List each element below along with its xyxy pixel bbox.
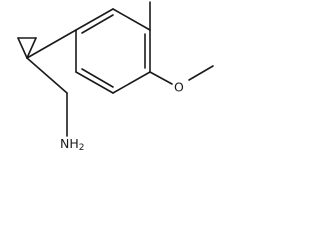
benzene-bond-2 bbox=[112, 8, 151, 31]
benzene-bond-1 bbox=[75, 8, 114, 31]
amine-hydrogen: H bbox=[69, 136, 78, 151]
oxygen-label: O bbox=[174, 80, 184, 95]
chemical-structure: O NH2 bbox=[17, 1, 214, 153]
amine-subscript: 2 bbox=[79, 143, 85, 153]
bond-cyclopropane-to-ch2 bbox=[26, 57, 68, 94]
bond-cyclopropane-to-ring bbox=[26, 29, 77, 59]
benzene-bond-4 bbox=[112, 71, 151, 94]
benzene-bond-5 bbox=[75, 71, 114, 94]
cyclopropane-bond-right bbox=[26, 37, 37, 59]
bond-oxygen-to-methyl bbox=[188, 65, 214, 81]
amine-label: NH2 bbox=[60, 136, 85, 153]
amine-element: N bbox=[60, 136, 69, 151]
bond-ring-to-oxygen bbox=[149, 71, 173, 85]
benzene-double-bond-top bbox=[81, 14, 114, 34]
benzene-double-bond-bottom bbox=[81, 68, 114, 88]
cyclopropane-bond-left bbox=[17, 37, 28, 59]
